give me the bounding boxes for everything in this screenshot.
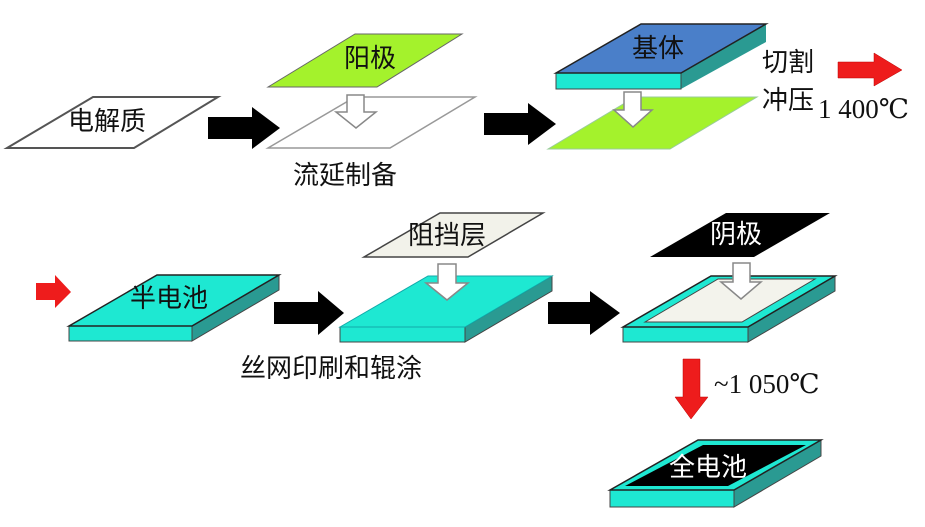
tape-casting-sheet — [265, 96, 478, 149]
cathode-print-area — [643, 278, 817, 323]
sinter2-temperature: ~1 050℃ — [714, 369, 820, 399]
electrolyte-sheet — [3, 96, 222, 149]
hollow-down-arrow-3 — [423, 263, 471, 301]
barrier-slab-front — [339, 326, 466, 343]
hollow-down-arrow-2 — [612, 91, 654, 129]
flow-arrow-2 — [484, 103, 556, 145]
half-cell-slab-front — [68, 325, 193, 342]
sinter1-temperature: 1 400℃ — [818, 94, 909, 124]
full-cell-cathode-layer — [625, 445, 806, 486]
hollow-down-arrow-4 — [718, 262, 764, 300]
barrier-slab-top — [338, 275, 554, 328]
half-cell-slab-top — [66, 274, 282, 327]
substrate-slab-front — [555, 72, 682, 90]
cathode-label: 阴极 — [710, 220, 763, 250]
hollow-down-arrow-1 — [333, 94, 379, 129]
barrier-label: 阻挡层 — [408, 221, 487, 251]
barrier-sheet — [361, 212, 546, 258]
tape-casting-label: 流延制备 — [293, 161, 398, 191]
substrate-slab-side — [681, 24, 766, 89]
heat-arrow-down — [674, 358, 709, 420]
screen-print-label: 丝网印刷和辊涂 — [240, 354, 423, 384]
full-cell-label: 全电池 — [669, 453, 748, 483]
heat-arrow-right — [837, 52, 903, 87]
substrate-label: 基体 — [632, 34, 685, 64]
anode-sheet — [266, 33, 464, 88]
half-cell-label: 半电池 — [130, 284, 209, 314]
flow-arrow-1 — [208, 107, 280, 149]
anode-coated-sheet — [546, 96, 759, 150]
cathode-sheet — [650, 213, 830, 257]
anode-label: 阳极 — [344, 44, 397, 74]
cut-label: 切割 — [762, 48, 815, 78]
cathode-slab-front — [622, 326, 749, 343]
press-label: 冲压 — [762, 86, 815, 116]
heat-arrow-continue — [36, 275, 71, 308]
electrolyte-label: 电解质 — [68, 107, 147, 137]
full-cell-slab-front — [609, 489, 735, 508]
substrate-slab-top — [553, 23, 769, 74]
flow-arrow-4 — [548, 291, 620, 335]
flow-arrow-3 — [274, 291, 344, 335]
